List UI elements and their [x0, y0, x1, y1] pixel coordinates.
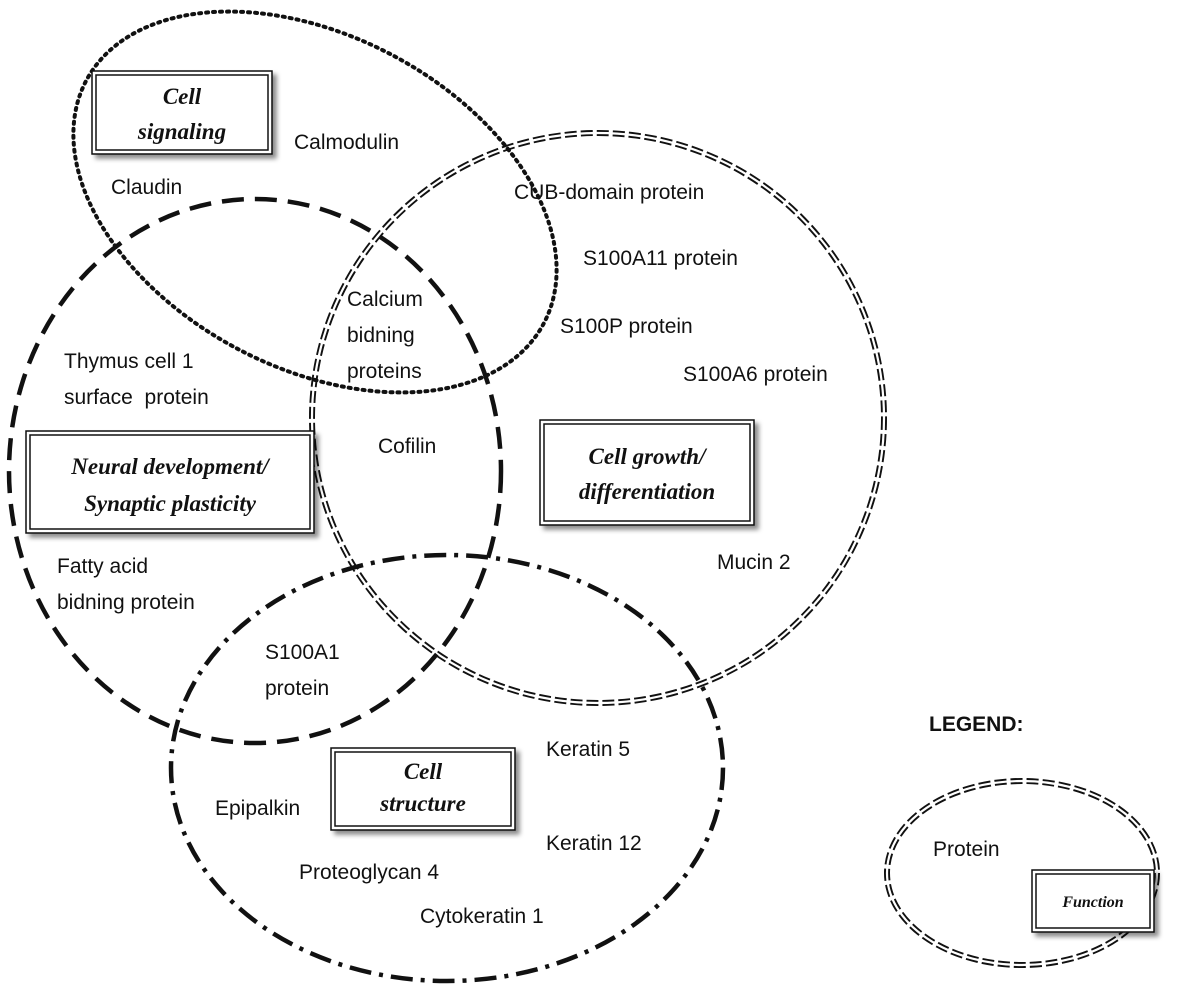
cell-structure-label-line1: Cell: [404, 759, 443, 784]
protein-calcium-binding-line3: proteins: [347, 360, 422, 383]
legend-title: LEGEND:: [929, 713, 1024, 736]
protein-s100p: S100P protein: [560, 315, 693, 338]
cell-signaling-label-line1: Cell: [163, 84, 202, 109]
protein-proteoglycan4: Proteoglycan 4: [299, 861, 439, 884]
protein-s100a11: S100A11 protein: [583, 247, 738, 270]
protein-calcium-binding-line1: Calcium: [347, 288, 423, 311]
protein-cofilin: Cofilin: [378, 435, 436, 458]
cell-structure-label-line2: structure: [379, 791, 466, 816]
legend-protein-label: Protein: [933, 838, 1000, 861]
protein-keratin12: Keratin 12: [546, 832, 642, 855]
cell-structure-box: Cell structure: [330, 747, 516, 831]
protein-s100a1-line2: protein: [265, 677, 329, 700]
cell-signaling-label-line2: signaling: [137, 119, 226, 144]
protein-cytokeratin1: Cytokeratin 1: [420, 905, 544, 928]
legend-double-ellipse: [884, 778, 1160, 968]
cell-growth-circle: [309, 130, 887, 706]
cell-growth-label-line2: differentiation: [579, 479, 715, 504]
neural-development-label-line1: Neural development/: [70, 454, 271, 479]
protein-fatty-acid-line1: Fatty acid: [57, 555, 148, 578]
cell-signaling-box: Cell signaling: [91, 70, 273, 155]
protein-keratin5: Keratin 5: [546, 738, 630, 761]
cell-growth-box: Cell growth/ differentiation: [539, 419, 755, 526]
protein-cub-domain: CUB-domain protein: [514, 181, 704, 204]
protein-s100a6: S100A6 protein: [683, 363, 828, 386]
protein-thymus-line1: Thymus cell 1: [64, 350, 194, 373]
protein-claudin: Claudin: [111, 176, 182, 199]
protein-thymus-line2: surface protein: [64, 386, 209, 409]
cell-signaling-ellipse: [71, 9, 559, 395]
protein-mucin2: Mucin 2: [717, 551, 791, 574]
legend-function-label: Function: [1061, 894, 1123, 911]
cell-structure-ellipse: [168, 552, 726, 984]
neural-development-ellipse: [6, 196, 504, 746]
cell-growth-label-line1: Cell growth/: [589, 444, 709, 469]
protein-fatty-acid-line2: bidning protein: [57, 591, 195, 614]
neural-development-label-line2: Synaptic plasticity: [84, 491, 257, 516]
protein-calcium-binding-line2: bidning: [347, 324, 415, 347]
protein-epipalkin: Epipalkin: [215, 797, 300, 820]
neural-development-box: Neural development/ Synaptic plasticity: [25, 430, 315, 534]
protein-calmodulin: Calmodulin: [294, 131, 399, 154]
legend-function-box: Function: [1031, 869, 1155, 933]
protein-s100a1-line1: S100A1: [265, 641, 340, 664]
